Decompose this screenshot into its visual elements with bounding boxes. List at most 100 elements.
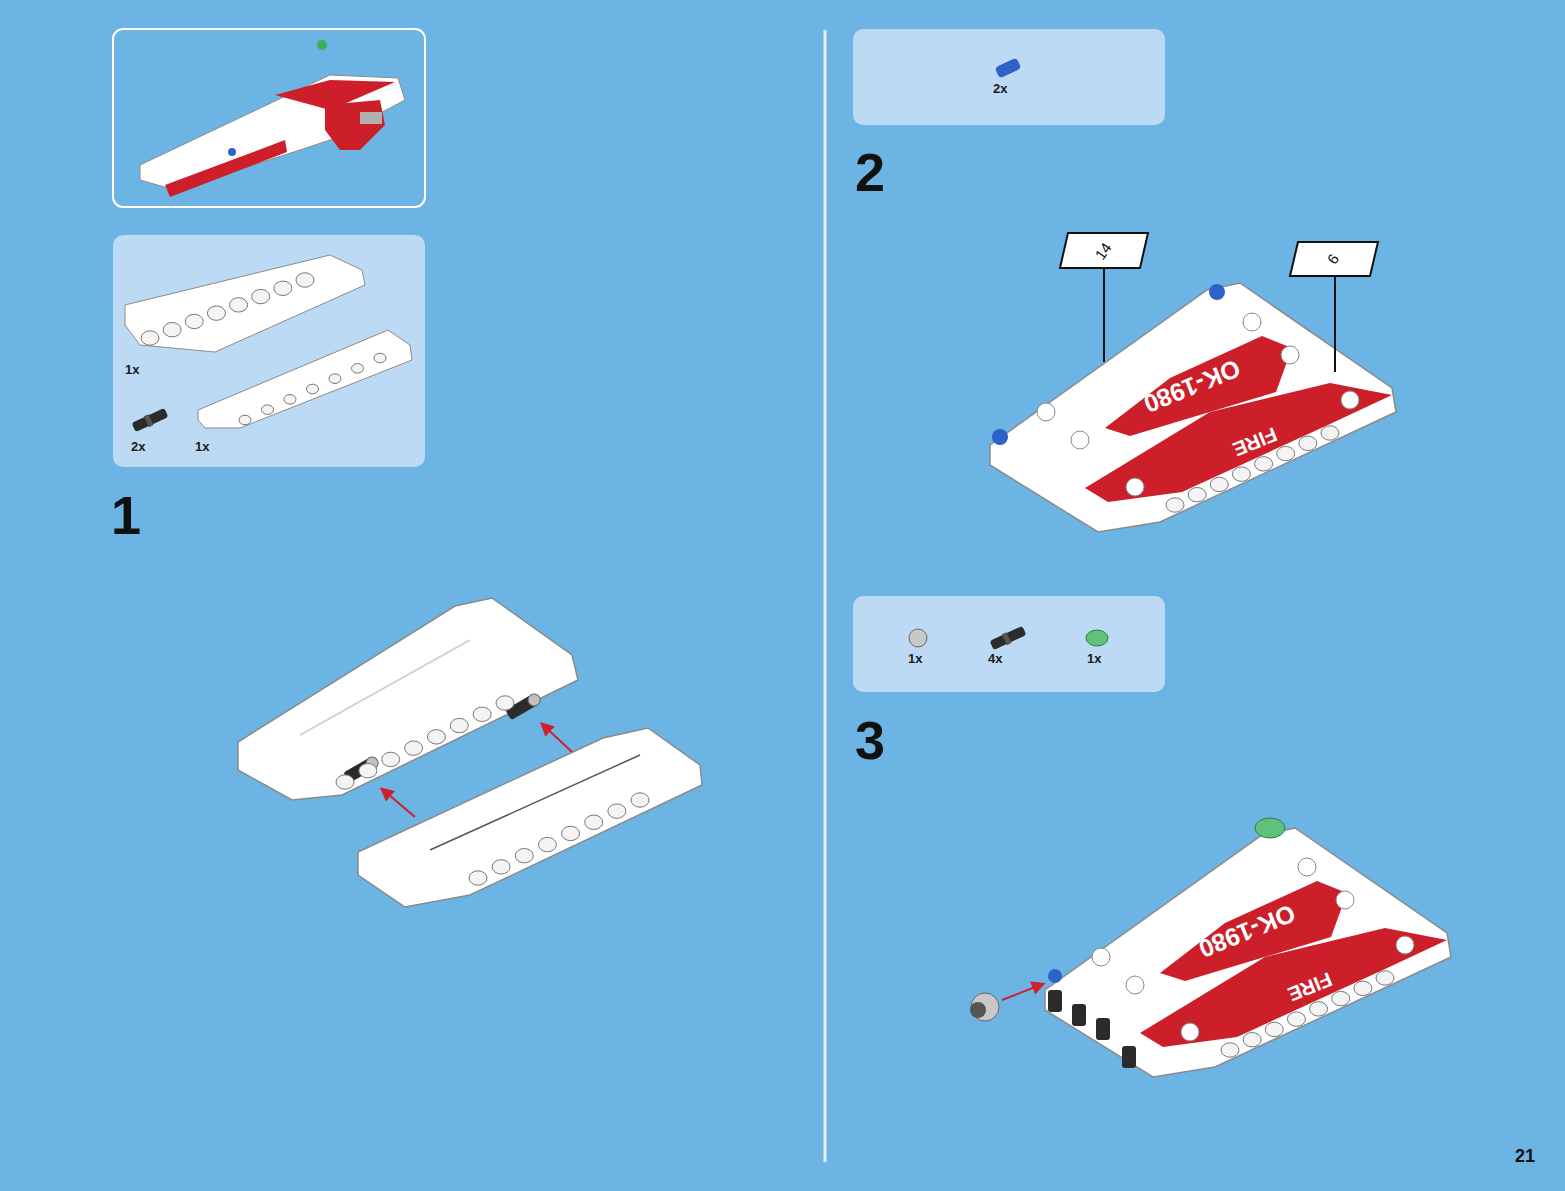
step-3-model: [1045, 828, 1451, 1077]
step-number: 3: [855, 713, 885, 767]
step-2-pins: [992, 429, 1008, 445]
parts-list: 1x2x1x: [113, 235, 425, 467]
step-1-model: [238, 598, 702, 907]
pin-hole: [631, 793, 649, 807]
pin-hole: [585, 815, 603, 829]
step-3-parts: [1048, 990, 1062, 1012]
pin-hole: [239, 415, 251, 425]
pin-hole: [1232, 467, 1250, 481]
part-quantity: 1x: [195, 440, 209, 453]
inset-model: [113, 29, 425, 207]
step-2-model: [1341, 391, 1359, 409]
step-3-model: [1298, 858, 1316, 876]
part-quantity: 2x: [993, 82, 1007, 95]
inset-model: [360, 112, 382, 124]
pin-hole: [1166, 498, 1184, 512]
step-1-model: [300, 640, 470, 735]
inset-model: [325, 100, 385, 150]
inset-model: [228, 148, 236, 156]
step-3-model: [1126, 976, 1144, 994]
parts-list-panel: [853, 596, 1165, 692]
part-quantity: 1x: [908, 652, 922, 665]
inset-model: [113, 29, 425, 207]
step-2-pins: [1209, 284, 1225, 300]
parts-list: 1x 4x 1x: [853, 596, 1165, 692]
pin-hole: [296, 273, 314, 287]
pin-hole: [141, 331, 159, 345]
step-3-parts: [1002, 984, 1043, 1000]
pin-hole: [473, 707, 491, 721]
sticker-callouts: [1290, 242, 1378, 276]
step-3-parts: [1048, 969, 1062, 983]
step-1-model: [358, 728, 702, 907]
pin-hole: [515, 849, 533, 863]
part-icons: [995, 57, 1022, 78]
pin-hole: [329, 374, 341, 384]
part-icons: [125, 57, 1108, 651]
step-1-model: [382, 789, 415, 817]
pin-hole: [1354, 981, 1372, 995]
pin-hole: [262, 405, 274, 415]
pin-hole: [352, 364, 364, 374]
step-number: 1: [111, 488, 141, 542]
pin-hole: [163, 323, 181, 337]
part-icons: [131, 407, 169, 433]
pin-hole: [1221, 1043, 1239, 1057]
parts-list: 2x: [853, 29, 1165, 125]
pin-hole: [492, 860, 510, 874]
step-3-parts: [1096, 1018, 1110, 1040]
pin-hole: [469, 871, 487, 885]
pin-hole: [1255, 457, 1273, 471]
pin-hole: [1310, 1002, 1328, 1016]
parts-list-panel: [853, 29, 1165, 125]
step-3-model: [1396, 936, 1414, 954]
part-icons: [132, 408, 169, 432]
step-3-model: [1140, 928, 1447, 1047]
step-1-model: [430, 755, 640, 850]
pin-hole: [1277, 446, 1295, 460]
part-icons: [198, 330, 412, 428]
step-1-model: [238, 598, 578, 800]
sticker-callouts: [1334, 276, 1336, 372]
part-icons: [995, 57, 1022, 78]
pin-hole: [207, 306, 225, 320]
part-quantity: 1x: [1087, 652, 1101, 665]
pin-hole: [284, 395, 296, 405]
pin-hole: [538, 837, 556, 851]
pin-hole: [307, 384, 319, 394]
step-3-model: [1092, 948, 1110, 966]
pin-hole: [336, 775, 354, 789]
part-icons: [989, 625, 1027, 651]
pin-hole: [1287, 1012, 1305, 1026]
sticker-callouts: [1060, 233, 1148, 268]
part-quantity: 4x: [988, 652, 1002, 665]
pin-hole: [1243, 1033, 1261, 1047]
part-icons: [1086, 630, 1108, 646]
pin-hole: [374, 353, 386, 363]
page-number: 21: [1515, 1147, 1535, 1165]
pin-hole: [185, 314, 203, 328]
part-icons: [125, 255, 365, 352]
parts-list-panel: [113, 235, 425, 467]
pin-hole: [382, 752, 400, 766]
step-2-model: [1085, 383, 1392, 502]
step-2-model: [1243, 313, 1261, 331]
pin-hole: [450, 718, 468, 732]
pin-hole: [1321, 426, 1339, 440]
pin-holes: [141, 273, 1394, 1057]
part-icons: [990, 626, 1027, 650]
pin-hole: [496, 696, 514, 710]
pin-hole: [1299, 436, 1317, 450]
part-quantity: 2x: [131, 440, 145, 453]
pin-hole: [427, 730, 445, 744]
pin-hole: [405, 741, 423, 755]
step-3-parts: [1072, 1004, 1086, 1026]
sticker-callouts: [1103, 268, 1105, 362]
pin-hole: [359, 764, 377, 778]
step-3-model: [1336, 891, 1354, 909]
step-2-model: [1126, 478, 1144, 496]
inset-model: [317, 40, 327, 50]
step-3-model: [1181, 1023, 1199, 1041]
